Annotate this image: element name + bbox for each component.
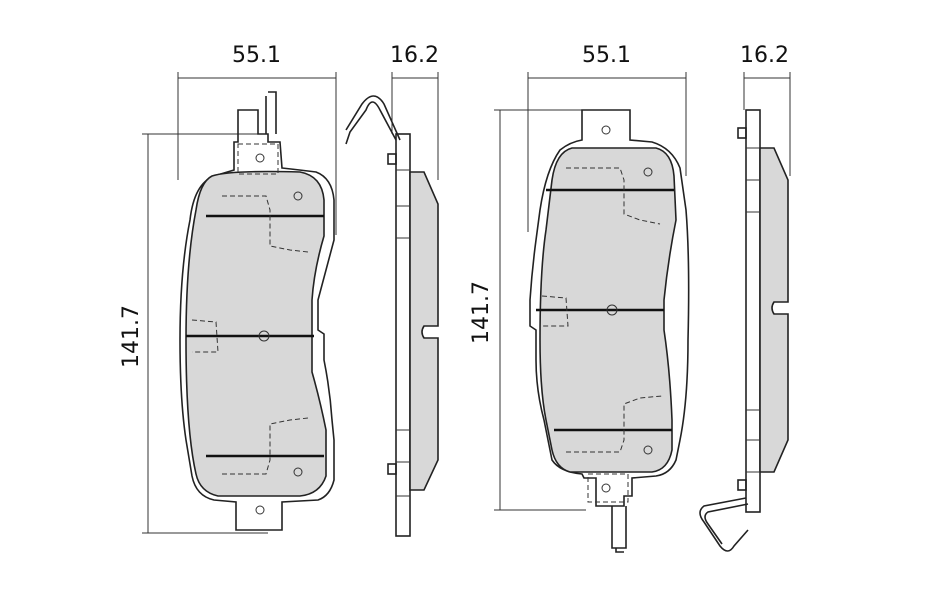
right-width-dimension: 55.1 (527, 43, 687, 232)
left-height-dimension: 141.7 (119, 133, 268, 534)
right-pad-side-view: 16.2 (699, 43, 791, 552)
right-thickness-dimension: 16.2 (740, 43, 791, 176)
right-height-label: 141.7 (469, 281, 494, 344)
right-pad-front-view: 55.1 141.7 (469, 43, 690, 553)
right-wear-sensor-wire (699, 497, 749, 552)
right-side-backing (745, 109, 761, 513)
right-side-friction (759, 147, 789, 473)
right-thickness-label: 16.2 (740, 43, 789, 68)
left-wear-sensor-tab (265, 91, 277, 134)
left-side-friction (409, 171, 439, 491)
left-thickness-label: 16.2 (390, 43, 439, 68)
left-width-dimension: 55.1 (177, 43, 337, 235)
left-pad-side-view: 16.2 (345, 43, 439, 537)
left-wear-sensor-wire (345, 95, 401, 145)
right-backing-plate (529, 109, 690, 507)
right-width-label: 55.1 (582, 43, 631, 68)
left-width-label: 55.1 (232, 43, 281, 68)
left-friction-material (185, 170, 327, 497)
right-wear-sensor-tab (611, 506, 627, 553)
left-height-label: 141.7 (119, 305, 144, 368)
left-side-backing (395, 133, 411, 537)
left-pad-front-view: 55.1 141.7 (119, 43, 337, 534)
left-backing-plate (179, 109, 335, 531)
left-thickness-dimension: 16.2 (390, 43, 439, 180)
